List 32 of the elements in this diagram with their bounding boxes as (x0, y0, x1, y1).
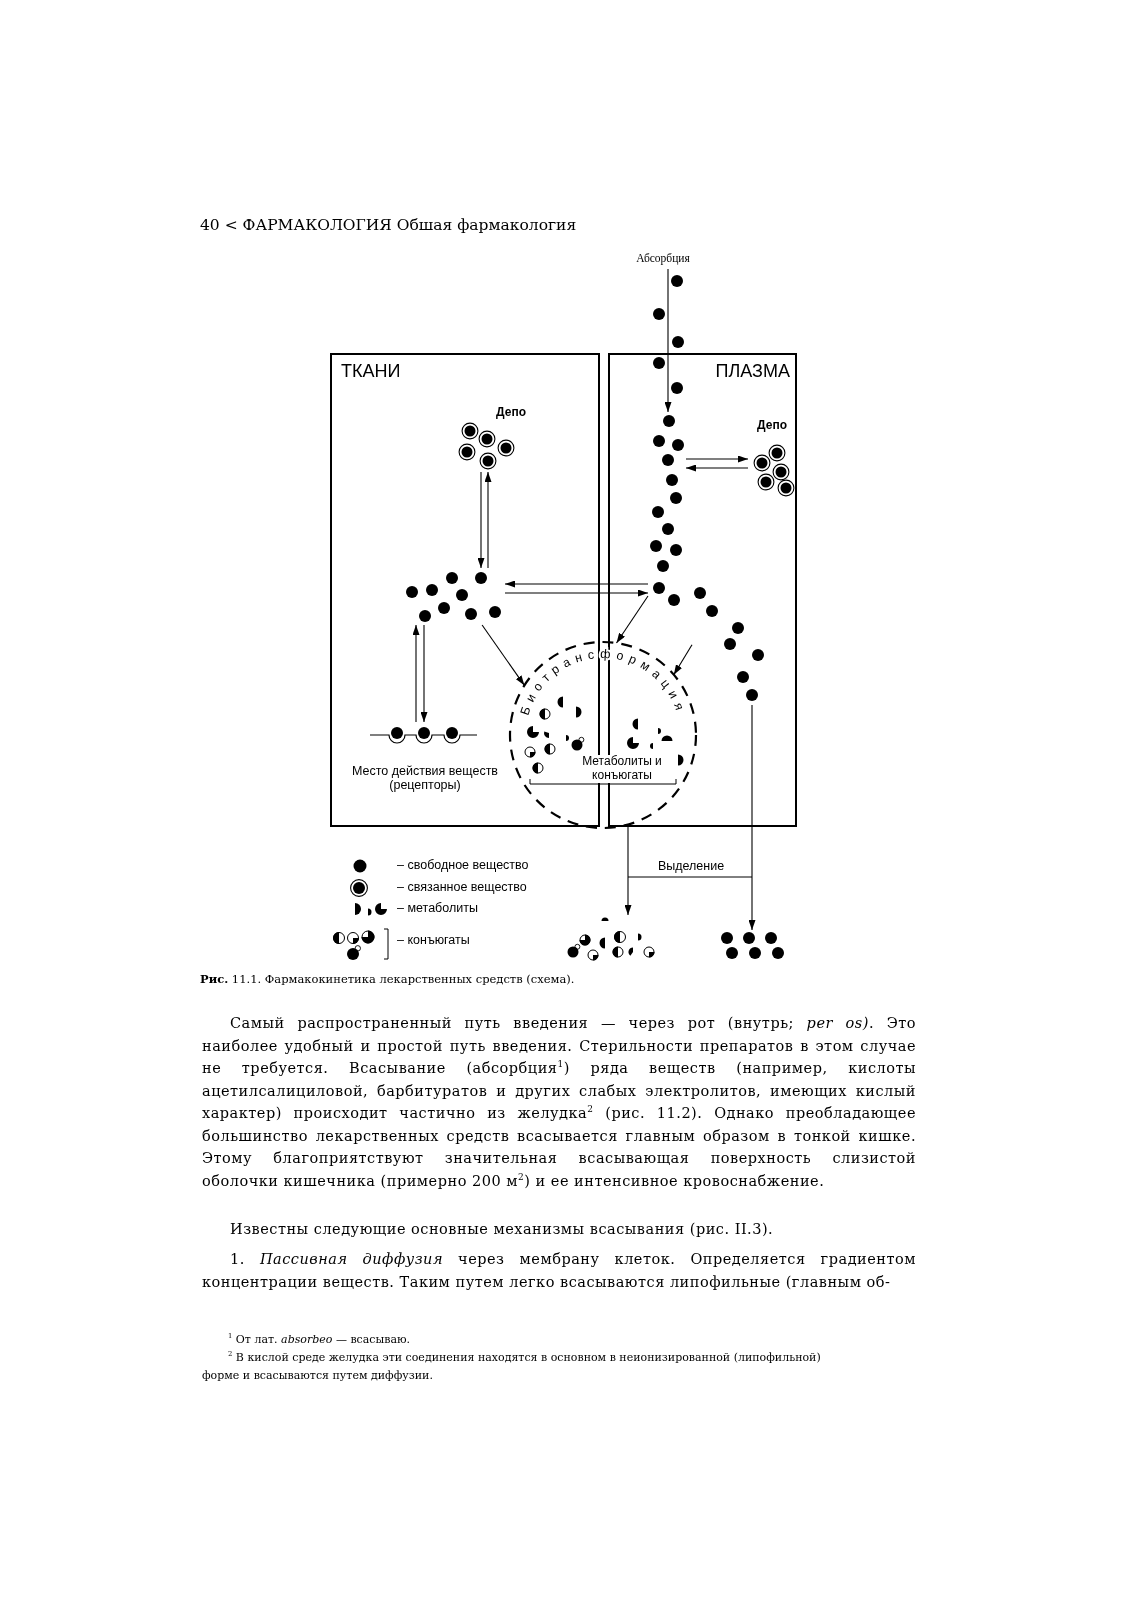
body-paragraph: Самый распространенный путь введения — через рот (внутрь; per os). Это наиболее удобный и простой путь введения. Стерильности препаратов в этом случае не требуется. Всасывание (абсорбция$^{1}$) ряда веществ (например, кислоты ацетилсалициловой, барбитуратов и других слабых электролитов, имеющих кислый характер) происходит частично из желудка$^{2}$ (рис. 11.2). Однако преобладающее большинство лекарственных средств всасывается главным образом в тонкой кишке. Этому благоприятствуют значительная всасывающая поверхность слизистой оболочки кишечника (примерно 200 м$^{2}$) и ее интенсивное кровоснабжение. (202, 1014, 916, 1191)
legend-label: – связанное вещество (397, 880, 528, 895)
arrow (664, 268, 672, 413)
arrow (685, 464, 749, 472)
legend-label: – свободное вещество (397, 858, 530, 873)
figure-caption: Рис. 11.1. Фармакокинетика лекарственных средств (схема). (200, 973, 576, 987)
body-paragraph: Известны следующие основные механизмы всасывания (рис. II.3). (229, 1220, 775, 1239)
legend-label: – конъюгаты (397, 933, 471, 948)
arrow (615, 595, 649, 644)
depot-label: Депо (495, 406, 527, 420)
arrow (624, 824, 632, 916)
flow-label: Выделение (656, 859, 726, 874)
arrow (748, 704, 756, 931)
page-header: 40 < ФАРМАКОЛОГИЯ Обшая фармакология (200, 217, 578, 235)
body-paragraph: 1. Пассивная диффузия через мембрану клеток. Определяется градиентом концентрации веществ. Таким путем легко всасываются липофильные (главным об- (202, 1250, 916, 1292)
arrow (477, 471, 485, 569)
footnote: $^{2}$ В кислой среде желудка эти соединения находятся в основном в неионизированной (липофильной) форме и всасываются путем диффузии. (202, 1349, 822, 1384)
compartment-title: ТКАНИ (341, 361, 402, 382)
flow-label: Абсорбция (635, 252, 691, 266)
arrow (420, 624, 428, 723)
footnote: $^{1}$ От лат. absorbeo — всасываю. (227, 1331, 412, 1348)
arrow (685, 455, 749, 463)
arrow (504, 580, 649, 588)
site-label: Место действия веществ (рецепторы) (351, 764, 499, 793)
metabolite-label: Метаболиты и конъюгаты (582, 755, 662, 783)
compartment-title: ПЛАЗМА (714, 361, 790, 382)
arrow (412, 624, 420, 723)
arrow (504, 589, 649, 597)
depot-label: Депо (756, 419, 788, 433)
legend-label: – метаболиты (397, 901, 479, 916)
arrow (481, 624, 525, 686)
arrow (484, 471, 492, 569)
